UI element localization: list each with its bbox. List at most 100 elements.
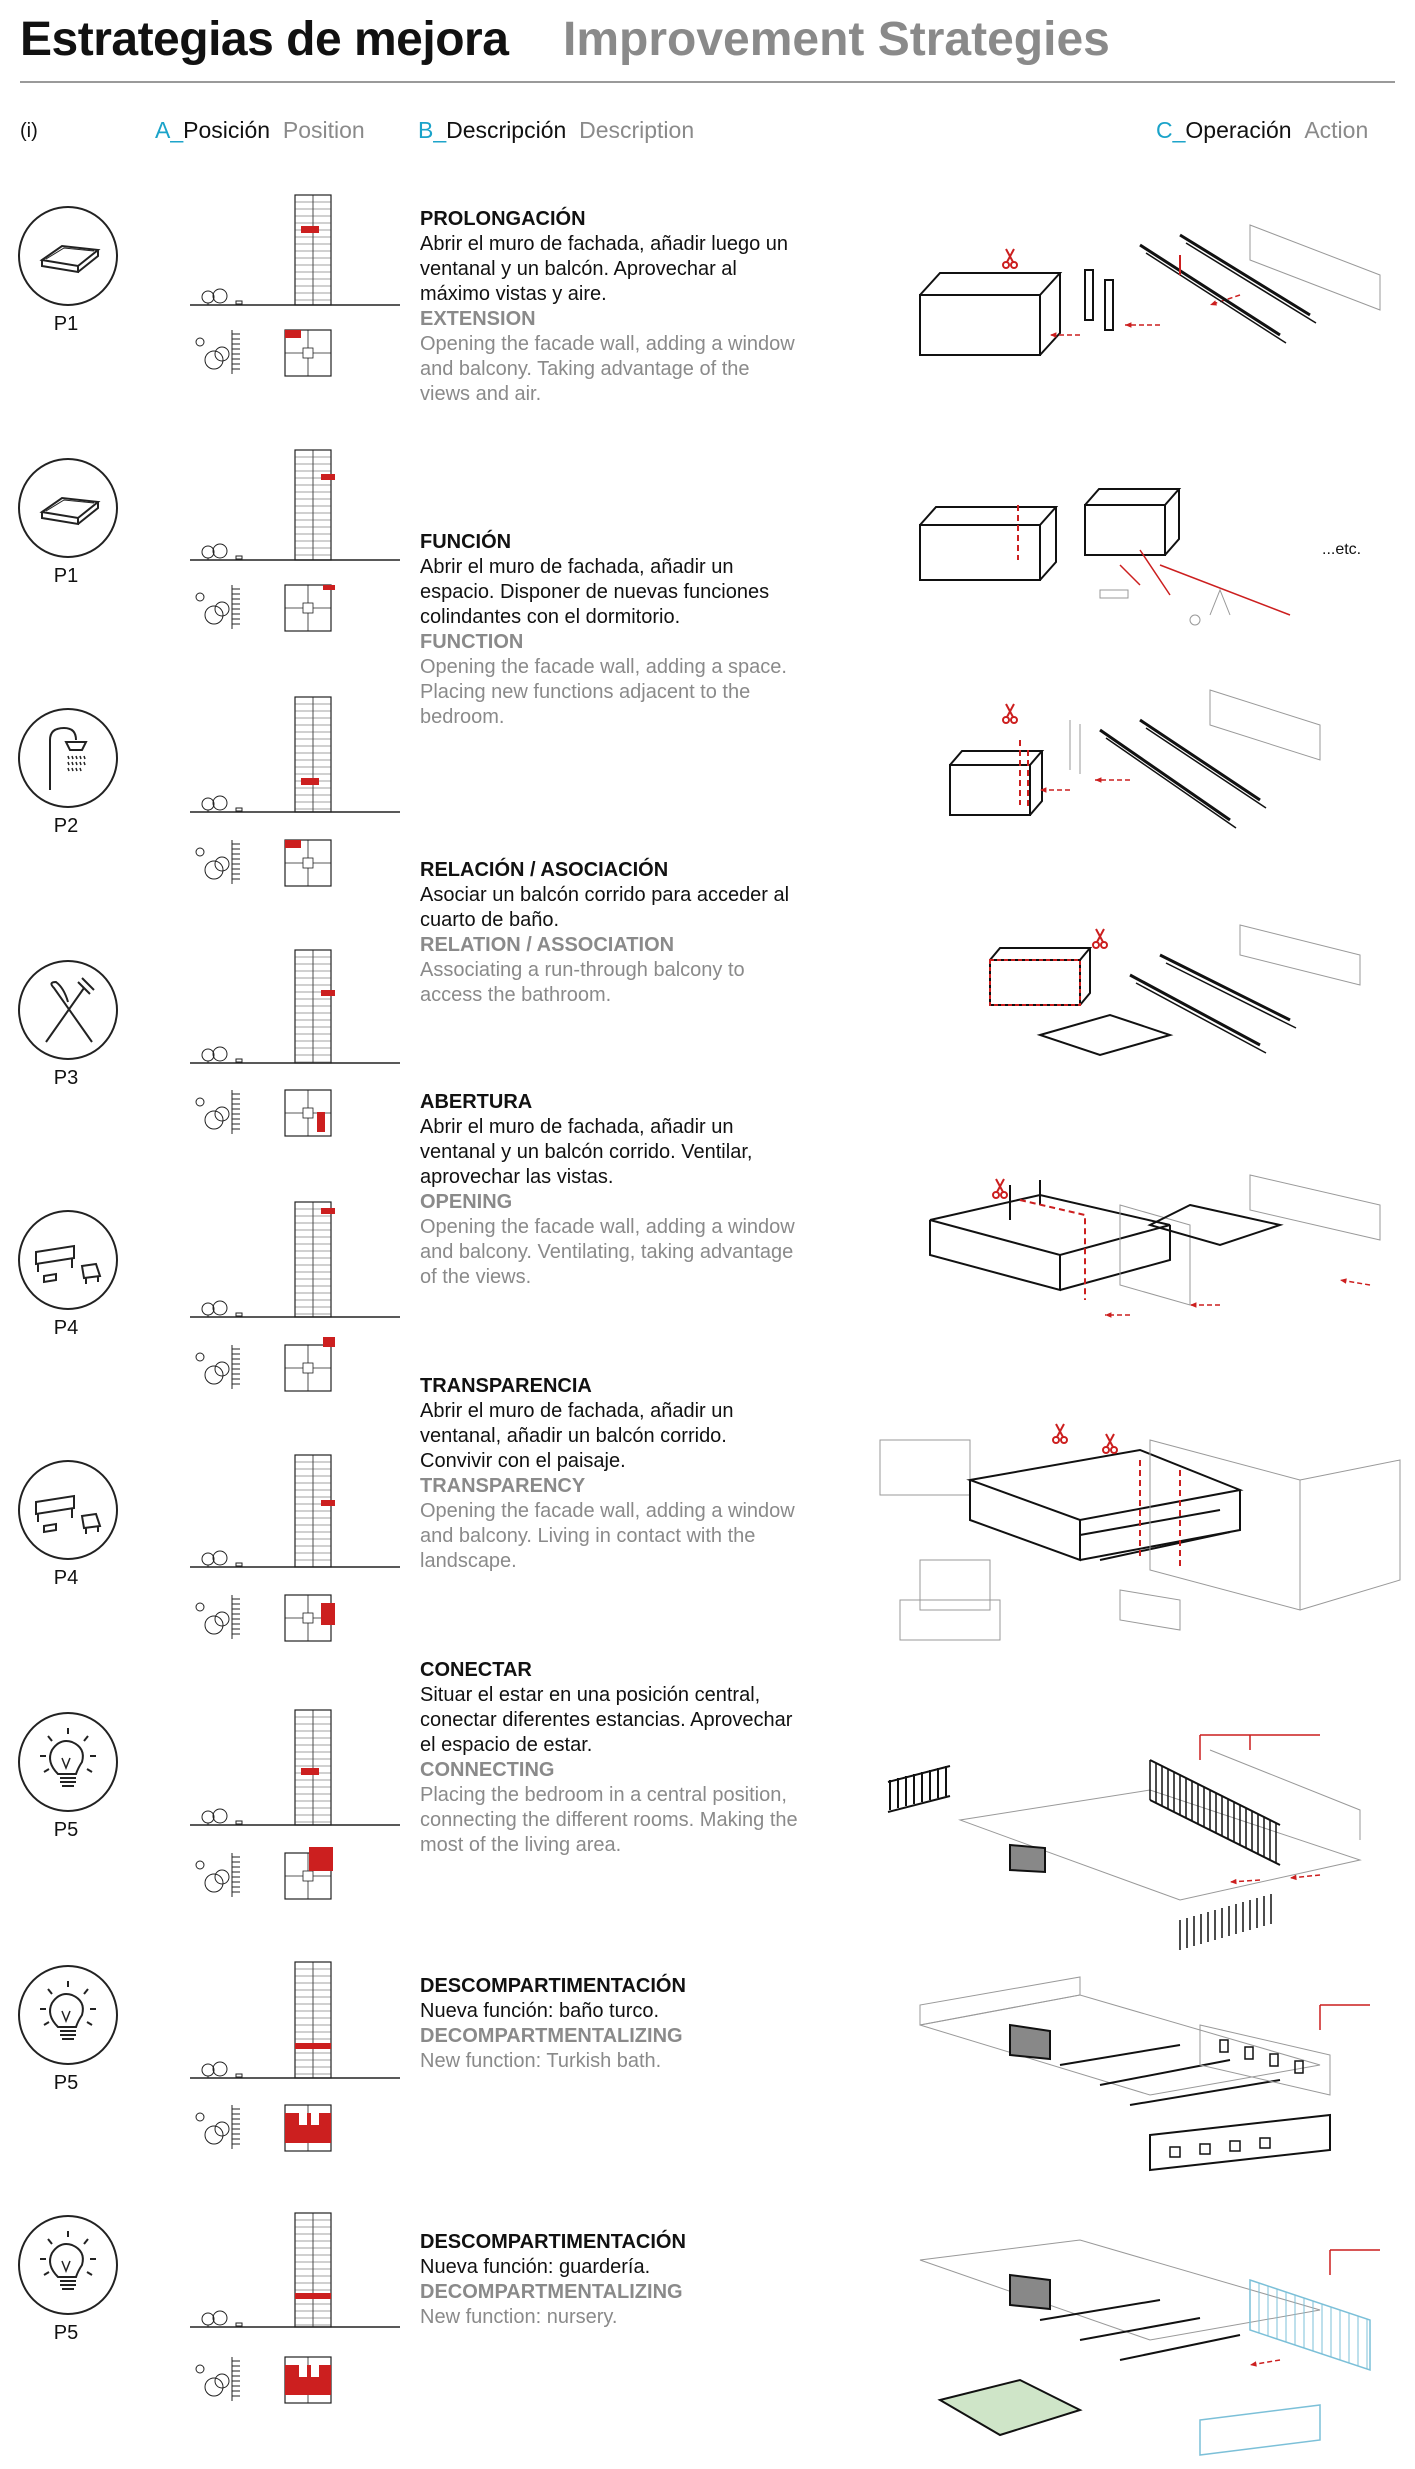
bed-icon xyxy=(39,496,101,526)
strategy-description: DESCOMPARTIMENTACIÓN Nueva función: guard… xyxy=(420,2230,800,2330)
strategy-description: PROLONGACIÓN Abrir el muro de fachada, añ… xyxy=(420,207,800,407)
column-a-letter: A_ xyxy=(155,117,184,143)
position-diagram xyxy=(190,949,400,1137)
pattern-icon-circle xyxy=(18,2215,118,2315)
position-diagram xyxy=(190,194,400,377)
strategy-body-es: Nueva función: baño turco. xyxy=(420,2000,660,2022)
strategy-title-es: FUNCIÓN xyxy=(420,531,512,553)
strategy-title-en: CONNECTING xyxy=(420,1759,555,1781)
pattern-label: P1 xyxy=(53,565,79,587)
page-subtitle: Improvement Strategies xyxy=(563,13,1110,66)
strategy-body-es: Abrir el muro de fachada, añadir un vent… xyxy=(420,1116,753,1188)
operation-drawing xyxy=(919,224,1381,356)
position-diagram xyxy=(190,1454,400,1642)
strategy-body-en: New function: nursery. xyxy=(420,2306,618,2328)
strategy-body-en: Opening the facade wall, adding a window… xyxy=(420,1500,795,1572)
strategy-body-es: Situar el estar en una posición central,… xyxy=(420,1684,793,1756)
position-diagram xyxy=(190,449,400,632)
column-c-en: Action xyxy=(1304,117,1369,143)
strategy-body-es: Asociar un balcón corrido para acceder a… xyxy=(420,884,790,931)
operation-drawing xyxy=(989,924,1361,1057)
lounge-furniture-icon xyxy=(35,1244,102,1284)
pattern-icon-circle xyxy=(18,1965,118,2065)
lightbulb-icon xyxy=(40,1728,96,1787)
position-diagram xyxy=(190,2212,400,2404)
pattern-icon-circle xyxy=(18,708,118,808)
strategy-title-en: DECOMPARTMENTALIZING xyxy=(420,2025,683,2047)
lightbulb-icon xyxy=(40,2231,96,2290)
pattern-icon-circle xyxy=(18,206,118,306)
operation-drawing xyxy=(879,1423,1401,1641)
strategy-body-es: Abrir el muro de fachada, añadir luego u… xyxy=(420,233,789,305)
column-a-en: Position xyxy=(282,117,365,143)
bed-icon xyxy=(39,244,101,274)
operation-drawing xyxy=(887,1734,1362,1950)
position-diagram xyxy=(190,696,400,887)
header-divider xyxy=(20,81,1395,83)
strategy-body-es: Abrir el muro de fachada, añadir un vent… xyxy=(420,1400,734,1472)
column-c-letter: C_ xyxy=(1156,117,1186,143)
strategy-title-es: TRANSPARENCIA xyxy=(420,1375,592,1397)
operation-drawing xyxy=(919,488,1291,626)
column-b-es: Descripción xyxy=(446,117,567,143)
operation-drawing xyxy=(929,1174,1381,1318)
strategy-body-en: Placing the bedroom in a central positio… xyxy=(420,1784,798,1856)
pattern-label: P5 xyxy=(53,1819,79,1841)
strategy-title-en: DECOMPARTMENTALIZING xyxy=(420,2281,683,2303)
strategy-body-es: Abrir el muro de fachada, añadir un espa… xyxy=(420,556,770,628)
pattern-label: P1 xyxy=(53,313,79,335)
column-c-es: Operación xyxy=(1185,117,1292,143)
strategy-title-es: RELACIÓN / ASOCIACIÓN xyxy=(420,859,669,881)
position-diagram xyxy=(190,1709,400,1900)
strategy-title-en: OPENING xyxy=(420,1191,513,1213)
position-diagram xyxy=(190,1201,400,1392)
pattern-icon-circle xyxy=(18,1210,118,1310)
strategy-description: TRANSPARENCIA Abrir el muro de fachada, a… xyxy=(420,1374,800,1574)
position-diagram xyxy=(190,1961,400,2152)
strategy-description: CONECTAR Situar el estar en una posición … xyxy=(420,1658,800,1858)
pattern-icon-circle xyxy=(18,960,118,1060)
pattern-label: P3 xyxy=(53,1067,79,1089)
strategy-body-en: Opening the facade wall, adding a space.… xyxy=(420,656,787,728)
pattern-icon-circle xyxy=(18,458,118,558)
pattern-label: P5 xyxy=(53,2072,79,2094)
strategy-description: RELACIÓN / ASOCIACIÓN Asociar un balcón c… xyxy=(420,858,800,1008)
operation-drawing xyxy=(919,1976,1370,2172)
strategy-description: DESCOMPARTIMENTACIÓN Nueva función: baño … xyxy=(420,1974,800,2074)
shower-icon xyxy=(49,726,88,790)
pattern-label: P5 xyxy=(53,2322,79,2344)
strategy-title-es: CONECTAR xyxy=(420,1659,532,1681)
etc-label: ...etc. xyxy=(1322,541,1362,558)
strategy-body-en: Associating a run-through balcony to acc… xyxy=(420,959,745,1006)
pattern-icon-circle xyxy=(18,1460,118,1560)
cutlery-icon xyxy=(45,977,95,1043)
strategy-title-es: DESCOMPARTIMENTACIÓN xyxy=(420,2231,686,2253)
column-a-es: Posición xyxy=(183,117,271,143)
page-title: Estrategias de mejora xyxy=(20,13,509,66)
strategy-title-en: TRANSPARENCY xyxy=(420,1475,586,1497)
strategy-body-en: Opening the facade wall, adding a window… xyxy=(420,333,795,405)
strategy-title-es: PROLONGACIÓN xyxy=(420,208,586,230)
strategy-title-en: EXTENSION xyxy=(420,308,536,330)
operation-drawing xyxy=(949,689,1321,829)
strategy-title-en: RELATION / ASSOCIATION xyxy=(420,934,675,956)
strategy-title-es: ABERTURA xyxy=(420,1091,533,1113)
strategy-title-es: DESCOMPARTIMENTACIÓN xyxy=(420,1975,686,1997)
lounge-furniture-icon xyxy=(35,1494,102,1534)
column-a-header: A_Posición Position xyxy=(155,117,365,144)
strategy-body-en: Opening the facade wall, adding a window… xyxy=(420,1216,795,1288)
strategy-title-en: FUNCTION xyxy=(420,631,524,653)
operation-drawing xyxy=(919,2239,1380,2456)
strategy-description: FUNCIÓN Abrir el muro de fachada, añadir … xyxy=(420,530,800,730)
strategy-description: ABERTURA Abrir el muro de fachada, añadir… xyxy=(420,1090,800,1290)
column-c-header: C_Operación Action xyxy=(1156,117,1368,144)
column-b-en: Description xyxy=(579,117,695,143)
strategy-body-en: New function: Turkish bath. xyxy=(420,2050,662,2072)
pattern-label: P4 xyxy=(53,1567,79,1589)
index-label: (i) xyxy=(20,120,38,142)
pattern-label: P4 xyxy=(53,1317,79,1339)
lightbulb-icon xyxy=(40,1981,96,2040)
strategy-body-es: Nueva función: guardería. xyxy=(420,2256,651,2278)
pattern-label: P2 xyxy=(53,815,79,837)
pattern-icon-circle xyxy=(18,1712,118,1812)
